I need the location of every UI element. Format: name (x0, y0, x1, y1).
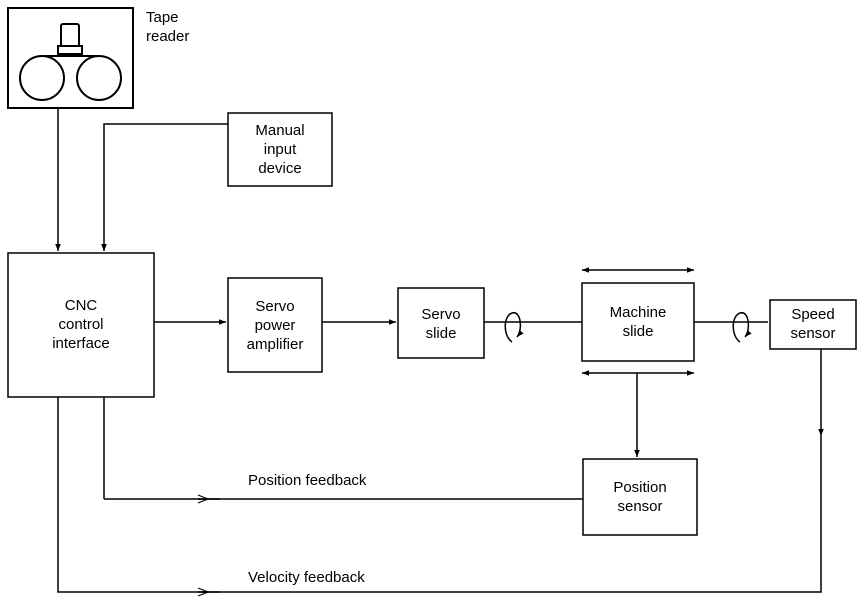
tape-reader-label: Tape reader (146, 9, 190, 45)
manual-to-cnc-arrow (101, 123, 228, 251)
cnc-label: CNC control interface (52, 297, 110, 352)
manual-input-label: Manual input device (255, 122, 305, 177)
rotation-symbol-2 (732, 312, 752, 343)
rotation-symbol-1 (504, 312, 524, 343)
servo-slide-block (397, 287, 485, 359)
servo-amp-block (227, 277, 323, 373)
tape-reader-block (7, 7, 134, 109)
servo-amp-label: Servo power amplifier (246, 298, 304, 353)
cnc-block (7, 252, 155, 398)
machine-slide-label: Machine slide (609, 304, 667, 340)
servo-slide-label: Servo slide (421, 306, 461, 342)
position-feedback-label: Position feedback (248, 472, 367, 489)
speed-sensor-label: Speed sensor (790, 306, 836, 342)
velocity-feedback-label: Velocity feedback (248, 569, 365, 586)
manual-input-block (227, 112, 333, 187)
position-sensor-block (582, 458, 698, 536)
speed-sensor-block (769, 299, 857, 350)
position-sensor-label: Position sensor (613, 479, 667, 515)
velocity-feedback-line (57, 397, 822, 593)
